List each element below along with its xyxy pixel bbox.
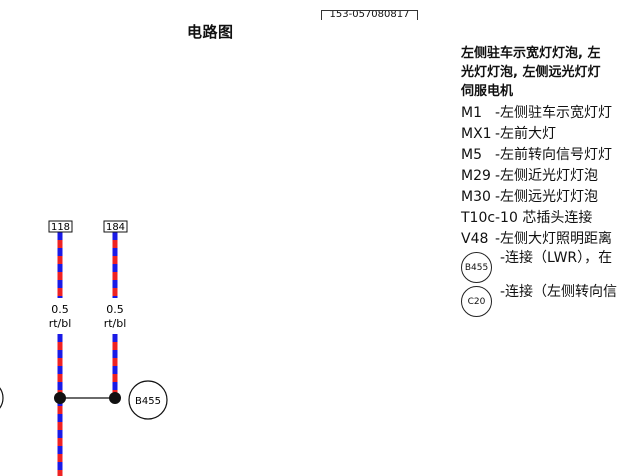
connector-circle-icon: C20 [461, 286, 492, 317]
legend-connector: B455 -连接（LWR），在 [461, 250, 620, 284]
pin-label: 118 [51, 222, 70, 233]
heading-line: 光灯灯泡, 左侧远光灯灯 [461, 65, 601, 80]
legend-item: M30 -左侧远光灯灯泡 [461, 187, 620, 208]
offpage-connector-circle [0, 387, 4, 409]
wire-size-label: 0.5 [106, 303, 124, 316]
legend-description: -左侧远光灯灯泡 [495, 189, 599, 205]
b455-connector-circle [128, 380, 168, 420]
legend-code: M29 [461, 168, 491, 184]
pin-box [103, 220, 128, 233]
legend-description: -左前大灯 [495, 126, 557, 142]
legend-code: M30 [461, 189, 491, 205]
legend-description: -左侧大灯照明距离 [495, 231, 613, 247]
document-number-text: 153-057080817 [329, 10, 410, 20]
legend-description: -连接（左侧转向信 [500, 284, 618, 300]
legend-code: M1 [461, 105, 482, 121]
pin-box [48, 220, 73, 233]
connector-circle-icon: B455 [461, 252, 492, 283]
junction-dot [54, 392, 66, 404]
legend-description: -左侧近光灯灯泡 [495, 168, 599, 184]
wire-color-label: rt/bl [104, 317, 127, 330]
page-title: 电路图 [187, 23, 234, 41]
legend-code: M5 [461, 147, 482, 163]
legend-code: V48 [461, 231, 489, 247]
legend-item: M29 -左侧近光灯灯泡 [461, 166, 620, 187]
wire-size-label: 0.5 [51, 303, 69, 316]
legend-description: -左前转向信号灯灯 [495, 147, 613, 163]
junction-dot [109, 392, 121, 404]
legend-description: -10 芯插头连接 [495, 210, 593, 226]
component-heading: 左侧驻车示宽灯灯泡, 左 光灯灯泡, 左侧远光灯灯 伺服电机 [461, 44, 620, 101]
legend-code: T10c [461, 210, 496, 226]
document-number: 153-057080817 [321, 10, 418, 20]
legend-code: MX1 [461, 126, 492, 142]
legend-item: M5 -左前转向信号灯灯 [461, 145, 620, 166]
legend-item: MX1 -左前大灯 [461, 124, 620, 145]
wire-color-label: rt/bl [49, 317, 72, 330]
legend-item: T10c -10 芯插头连接 [461, 208, 620, 229]
b455-connector-label: B455 [135, 396, 161, 407]
legend-item: V48 -左侧大灯照明距离 [461, 229, 620, 250]
legend-item: M1 -左侧驻车示宽灯灯 [461, 103, 620, 124]
component-legend: M1 -左侧驻车示宽灯灯 MX1 -左前大灯 M5 -左前转向信号灯灯 M29 … [461, 103, 620, 318]
legend-connector: C20 -连接（左侧转向信 [461, 284, 620, 318]
legend-description: -连接（LWR），在 [500, 250, 613, 266]
legend-description: -左侧驻车示宽灯灯 [495, 105, 613, 121]
heading-line: 左侧驻车示宽灯灯泡, 左 [461, 46, 601, 61]
pin-label: 184 [106, 222, 125, 233]
heading-line: 伺服电机 [461, 84, 514, 99]
